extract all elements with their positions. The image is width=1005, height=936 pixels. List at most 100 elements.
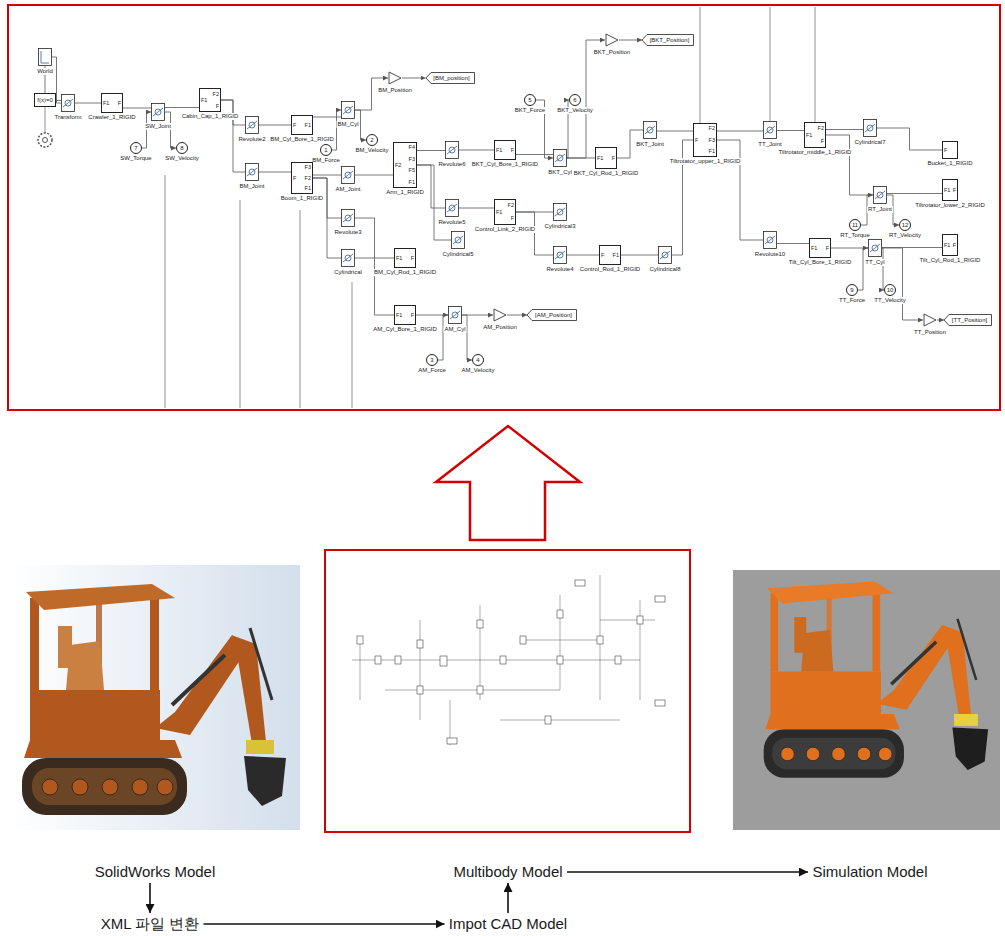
block-label: AM_Force	[417, 367, 447, 374]
block-outline	[343, 254, 353, 262]
thumbnail-block	[655, 596, 665, 602]
rigid-body-block: Tiltrotator_lower_2_RIGIDF1F	[942, 179, 958, 201]
rigid-body-block: AM_Cyl_Bore_1_RIGIDF1F	[394, 305, 416, 325]
signal-port: 12RT_Velocity	[899, 219, 911, 231]
loose-wire	[352, 282, 353, 408]
block-outline	[453, 236, 463, 244]
port-label: F1	[944, 243, 950, 249]
gain-block: TT_Position	[923, 313, 937, 327]
simulation-excavator	[764, 581, 988, 777]
block-connection	[567, 255, 599, 256]
block-outline	[868, 239, 882, 257]
block-connection	[332, 110, 341, 150]
port-label: F1	[396, 313, 402, 319]
block-outline	[765, 126, 775, 134]
block-label: Control_Rod_1_RIGID	[579, 266, 641, 273]
block-label: BKT_Cyl_Rod_1_RIGID	[573, 170, 640, 177]
block-label: Cylindrical7	[853, 139, 886, 146]
block-connection	[619, 40, 642, 41]
joint-block: BM_Joint	[245, 163, 259, 181]
block-outline	[554, 150, 567, 167]
block-label: BM_Velocity	[354, 147, 389, 154]
block-connection	[417, 150, 445, 151]
block-connection	[142, 112, 151, 148]
block-label: Tiltrotator_lower_2_RIGID	[914, 202, 985, 209]
block-connection	[567, 40, 605, 158]
stage-label: SolidWorks Model	[91, 861, 220, 883]
port-label: F3	[305, 165, 311, 171]
port-label: F3	[709, 138, 715, 144]
block-text: [BKT_Position]	[650, 37, 690, 43]
block-connection	[516, 212, 553, 255]
block-connection	[417, 165, 445, 208]
joint-block: Revolute10	[763, 231, 777, 249]
cad-panel-background	[10, 565, 300, 830]
rigid-body-block: Tilt_Cyl_Bore_1_RIGIDF1F	[809, 238, 831, 258]
joint-block: Revolute4	[553, 246, 567, 264]
block-outline	[764, 122, 777, 139]
block-text: 3	[430, 357, 433, 363]
port-label: F2	[305, 176, 311, 182]
block-text: [AM_Position]	[535, 312, 572, 318]
block-outline	[869, 240, 882, 257]
mechanism-config-icon	[43, 138, 48, 143]
block-text: 2	[370, 137, 373, 143]
rigid-body-block: Cabin_Cap_1_RIGIDF1F2F	[199, 88, 221, 112]
joint-block: AM_Cyl	[448, 306, 462, 324]
port-label: F1	[305, 186, 311, 192]
block-outline	[445, 199, 459, 217]
thumbnail-diagram	[640, 600, 641, 700]
block-label: RT_Velocity	[888, 232, 922, 239]
block-outline	[151, 103, 165, 121]
block-label: Boom_1_RIGID	[280, 195, 324, 202]
rigid-body-block: Boom_1_RIGIDFF3F2F1	[291, 162, 313, 194]
block-label: Cabin_Cap_1_RIGID	[181, 113, 240, 120]
rigid-body-block: BKT_Cyl_Bore_1_RIGIDF1F	[494, 140, 516, 160]
port-label: F2	[395, 163, 401, 169]
port-label: F	[118, 101, 121, 107]
block-connection	[831, 248, 868, 249]
solidworks-excavator	[22, 584, 286, 815]
stage-label-text: Simulation Model	[812, 863, 927, 881]
block-connection	[75, 103, 101, 104]
block-text: 10	[887, 287, 894, 293]
block-label: TT_Velocity	[873, 297, 906, 304]
block-outline	[341, 166, 355, 184]
block-outline	[247, 168, 257, 176]
block-label: Transform	[53, 114, 82, 121]
thumbnail-diagram	[500, 720, 620, 721]
signal-port: 2BM_Velocity	[366, 134, 378, 146]
joint-block: Cylindrical7	[863, 119, 877, 137]
block-text: 5	[528, 97, 531, 103]
block-label: BM_Cyl_Bore_1_RIGID	[269, 136, 335, 143]
block-outline	[554, 247, 567, 264]
joint-block: Revolute3	[341, 209, 355, 227]
thumbnail-diagram	[600, 620, 655, 621]
port-label: F1	[613, 253, 619, 259]
block-connection	[882, 248, 923, 320]
block-label: BM_Position	[377, 87, 413, 94]
block-label: TT_Cyl	[864, 259, 885, 266]
block-connection	[887, 193, 942, 194]
block-outline	[343, 171, 353, 179]
port-label: F	[411, 256, 414, 262]
gain-block: BKT_Position	[605, 33, 619, 47]
block-outline	[39, 49, 52, 66]
block-label: Revolute2	[237, 136, 266, 143]
gain-block: AM_Position	[493, 308, 507, 322]
block-connection	[657, 131, 693, 132]
block-label: TT_Force	[838, 297, 866, 304]
port-label: F	[826, 246, 829, 252]
thumbnail-diagram	[360, 640, 361, 700]
block-label: Control_Link_2_RIGID	[474, 226, 536, 233]
block-label: BKT_Cyl	[547, 169, 573, 176]
big-up-arrow	[436, 426, 580, 540]
block-outline	[451, 231, 465, 249]
joint-block: Cylindrical	[341, 249, 355, 267]
block-label: Tilt_Cyl_Bore_1_RIGID	[788, 259, 852, 266]
port-label: F2	[818, 126, 824, 132]
block-outline	[448, 306, 462, 324]
stage-label-text: XML 파일 변환	[101, 915, 200, 933]
block-outline	[341, 249, 355, 267]
block-outline	[642, 35, 694, 46]
